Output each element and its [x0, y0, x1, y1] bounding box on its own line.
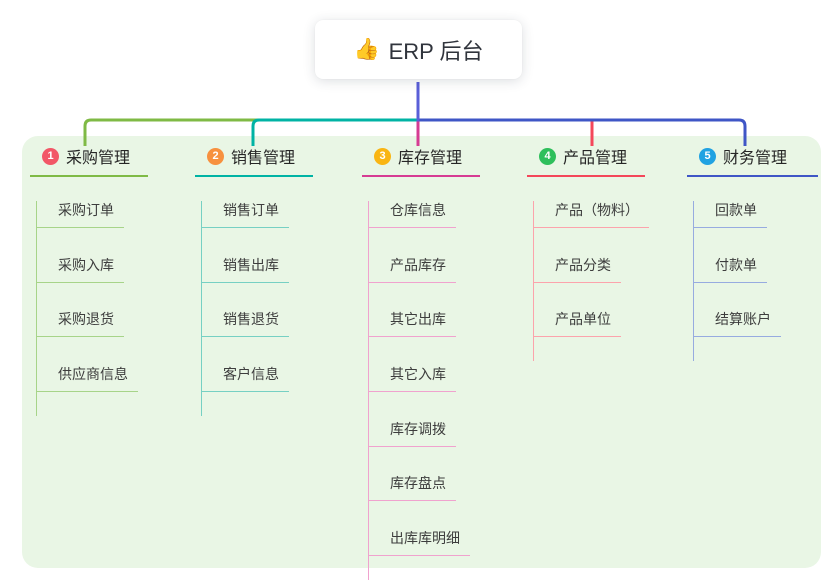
child-node[interactable]: 库存盘点 — [368, 474, 456, 502]
child-node[interactable]: 采购入库 — [36, 256, 124, 283]
branch-children: 销售订单销售出库销售退货客户信息 — [195, 201, 313, 416]
branch-5: 5 财务管理 回款单付款单结算账户 — [687, 146, 818, 361]
child-node[interactable]: 销售退货 — [201, 310, 289, 338]
branch-children: 产品（物料） 产品分类产品单位 — [527, 201, 649, 361]
branch-header[interactable]: 2 销售管理 — [195, 146, 313, 177]
branch-header[interactable]: 4 产品管理 — [527, 146, 645, 177]
branch-label: 财务管理 — [723, 150, 788, 167]
branch-children: 仓库信息产品库存其它出库其它入库库存调拨库存盘点出库库明细 — [362, 201, 480, 580]
child-node[interactable]: 采购订单 — [36, 201, 124, 228]
branch-rail — [36, 201, 37, 416]
branch-children: 采购订单采购入库采购退货供应商信息 — [30, 201, 148, 416]
child-node[interactable]: 其它出库 — [368, 310, 456, 338]
branch-header[interactable]: 1 采购管理 — [30, 146, 148, 177]
branch-number-badge: 5 — [699, 147, 716, 165]
branch-rail — [368, 201, 369, 580]
child-node[interactable]: 产品单位 — [533, 310, 621, 338]
child-node[interactable]: 结算账户 — [693, 310, 781, 338]
branch-rail — [533, 201, 534, 361]
child-node[interactable]: 仓库信息 — [368, 201, 456, 228]
root-node[interactable]: 👍 ERP 后台 — [315, 20, 522, 79]
branch-2: 2 销售管理 销售订单销售出库销售退货客户信息 — [195, 146, 313, 416]
child-node[interactable]: 出库库明细 — [368, 529, 470, 557]
branch-rail — [693, 201, 694, 361]
child-node[interactable]: 库存调拨 — [368, 420, 456, 447]
child-node[interactable]: 产品分类 — [533, 256, 621, 283]
branch-rail — [201, 201, 202, 416]
child-node[interactable]: 产品库存 — [368, 256, 456, 283]
branch-number-badge: 2 — [207, 147, 224, 165]
branch-label: 采购管理 — [66, 150, 131, 167]
child-node[interactable]: 采购退货 — [36, 310, 124, 338]
branch-header[interactable]: 3 库存管理 — [362, 146, 480, 177]
child-node[interactable]: 付款单 — [693, 256, 767, 283]
child-node[interactable]: 销售订单 — [201, 201, 289, 228]
branch-3: 3 库存管理 仓库信息产品库存其它出库其它入库库存调拨库存盘点出库库明细 — [362, 146, 480, 580]
child-node[interactable]: 销售出库 — [201, 256, 289, 283]
branch-4: 4 产品管理 产品（物料） 产品分类产品单位 — [527, 146, 649, 361]
thumbs-up-icon: 👍 — [353, 38, 380, 61]
child-node[interactable]: 回款单 — [693, 201, 767, 228]
child-node[interactable]: 产品（物料） — [533, 201, 649, 228]
branches-panel — [22, 136, 821, 568]
branch-header[interactable]: 5 财务管理 — [687, 146, 818, 177]
child-node[interactable]: 其它入库 — [368, 365, 456, 393]
child-node[interactable]: 供应商信息 — [36, 365, 138, 393]
branch-label: 产品管理 — [563, 150, 628, 167]
child-node[interactable]: 客户信息 — [201, 365, 289, 393]
root-label: ERP 后台 — [388, 38, 484, 64]
branch-label: 销售管理 — [231, 150, 296, 167]
branch-1: 1 采购管理 采购订单采购入库采购退货供应商信息 — [30, 146, 148, 416]
branch-number-badge: 1 — [42, 147, 59, 165]
branch-number-badge: 3 — [374, 147, 391, 165]
branch-children: 回款单付款单结算账户 — [687, 201, 818, 361]
branch-label: 库存管理 — [398, 150, 463, 167]
branch-number-badge: 4 — [539, 147, 556, 165]
